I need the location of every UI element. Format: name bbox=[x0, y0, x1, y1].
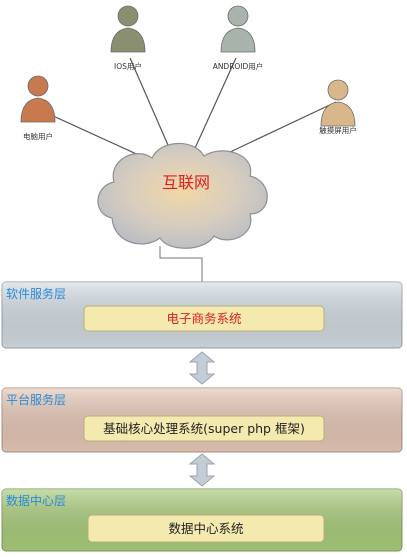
layer-title-platform: 平台服务层 bbox=[6, 392, 66, 407]
layer-title-software: 软件服务层 bbox=[6, 286, 66, 301]
component-label-software: 电子商务系统 bbox=[166, 311, 241, 326]
user-pc: 电脑用户 bbox=[20, 75, 56, 141]
component-label-data: 数据中心系统 bbox=[168, 521, 243, 536]
user-label-pc: 电脑用户 bbox=[23, 131, 53, 141]
user-android: ANDROID用户 bbox=[213, 5, 264, 71]
user-label-touch: 触摸屏用户 bbox=[319, 125, 357, 135]
person-icon bbox=[20, 75, 56, 123]
cloud-to-layer-link bbox=[159, 246, 203, 282]
user-label-ios: IOS用户 bbox=[114, 61, 142, 71]
user-ios: IOS用户 bbox=[110, 5, 146, 71]
layer-software: 软件服务层 电子商务系统 bbox=[1, 281, 403, 349]
component-label-platform: 基础核心处理系统(super php 框架) bbox=[103, 421, 305, 436]
component-box-platform bbox=[83, 415, 325, 442]
internet-cloud: 互联网 bbox=[97, 142, 268, 249]
component-box-data bbox=[87, 514, 325, 543]
bidirectional-arrow-icon bbox=[188, 453, 216, 487]
person-icon bbox=[320, 79, 356, 127]
internet-label: 互联网 bbox=[162, 173, 210, 192]
layer-title-data: 数据中心层 bbox=[6, 493, 66, 508]
person-icon bbox=[110, 5, 146, 53]
person-icon bbox=[220, 5, 256, 53]
cloud-icon bbox=[97, 142, 268, 249]
user-label-android: ANDROID用户 bbox=[213, 61, 264, 71]
layer-platform: 平台服务层 基础核心处理系统(super php 框架) bbox=[1, 387, 403, 453]
component-box-software bbox=[83, 305, 325, 332]
bidirectional-arrow-icon bbox=[188, 351, 216, 385]
layer-data: 数据中心层 数据中心系统 bbox=[1, 488, 403, 552]
user-touch: 触摸屏用户 bbox=[319, 79, 357, 135]
